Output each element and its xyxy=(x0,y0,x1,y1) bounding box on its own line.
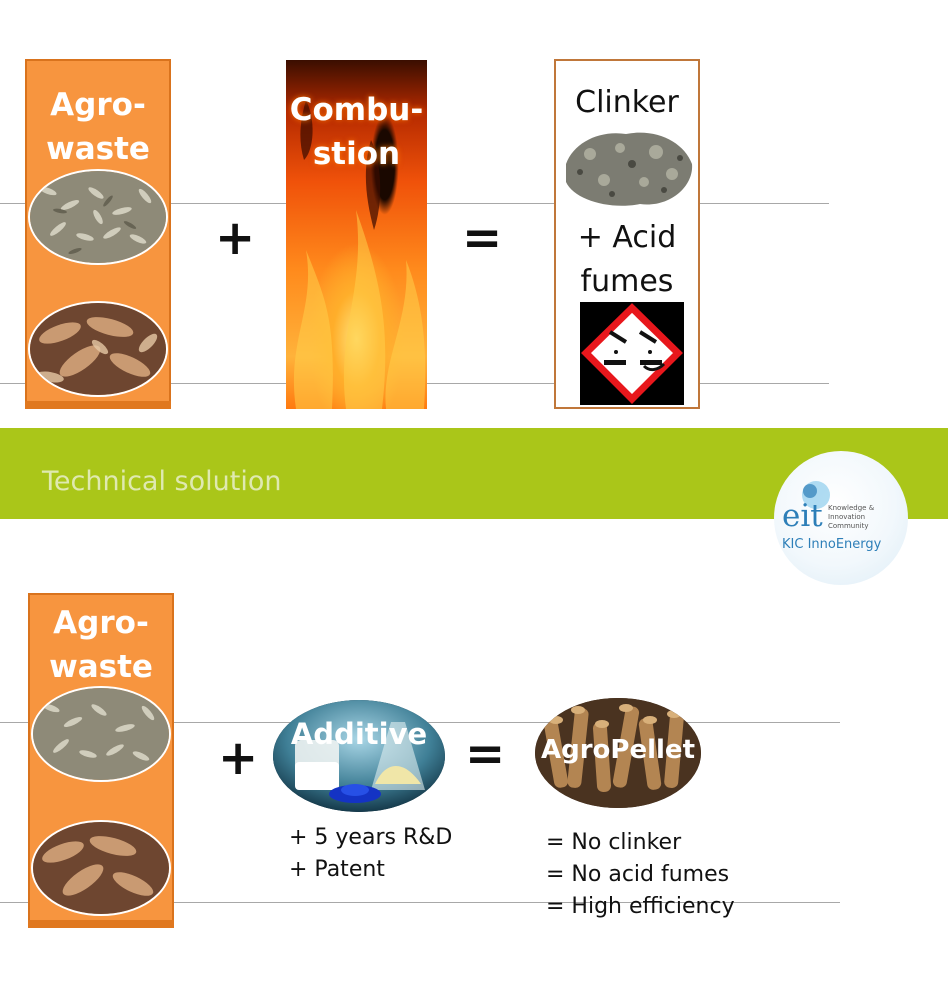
plus-sign: + xyxy=(215,210,256,266)
result-item: = High efficiency xyxy=(546,894,735,919)
clinker-title: Clinker xyxy=(575,85,679,120)
combustion-title-line1: Combu- xyxy=(289,92,424,128)
result-item: = No acid fumes xyxy=(546,862,730,887)
agropellet-title: AgroPellet xyxy=(541,735,695,765)
additive-note: + Patent xyxy=(289,857,385,882)
combustion-title: Combu- stion xyxy=(286,88,427,176)
additive-image: Additive xyxy=(273,700,445,812)
acid-fumes-text: + Acid fumes xyxy=(556,216,698,304)
eit-tagline-line2: Innovation xyxy=(828,513,866,521)
corn-cob-image xyxy=(28,301,168,397)
divider-line xyxy=(0,902,840,903)
equals-sign: = xyxy=(465,726,506,782)
agro-waste-title-line2: waste xyxy=(46,131,150,167)
additive-note: + 5 years R&D xyxy=(289,825,453,850)
additive-title: Additive xyxy=(290,717,428,751)
eit-logo: eit Knowledge & Innovation Community KIC… xyxy=(774,451,908,585)
agro-waste-box-solution: Agro- waste xyxy=(28,593,174,928)
clinker-box: Clinker + Acid fumes xyxy=(554,59,700,409)
corn-cob-image xyxy=(31,820,171,916)
equals-sign: = xyxy=(462,210,503,266)
combustion-fire-image: Combu- stion xyxy=(286,60,427,409)
result-list: = No clinker = No acid fumes = High effi… xyxy=(546,827,735,923)
agro-waste-solution-line2: waste xyxy=(49,649,153,685)
section-title: Technical solution xyxy=(42,466,282,497)
acid-fumes-line1: + Acid xyxy=(577,220,677,255)
seed-husk-image xyxy=(31,686,171,782)
combustion-title-line2: stion xyxy=(312,136,401,172)
agro-waste-solution-line1: Agro- xyxy=(53,605,149,641)
acid-fumes-line2: fumes xyxy=(580,264,674,299)
eit-tagline: Knowledge & Innovation Community xyxy=(828,504,874,531)
eit-tagline-line1: Knowledge & xyxy=(828,504,875,512)
clinker-image xyxy=(560,124,696,212)
additive-notes: + 5 years R&D + Patent xyxy=(289,822,452,886)
agro-waste-box-base xyxy=(25,401,171,409)
eit-name: KIC InnoEnergy xyxy=(782,537,882,552)
corrosive-hazard-icon xyxy=(580,302,684,405)
eit-tagline-line3: Community xyxy=(828,522,869,530)
agropellet-image: AgroPellet xyxy=(535,698,701,808)
result-item: = No clinker xyxy=(546,830,682,855)
agro-waste-title-line1: Agro- xyxy=(50,87,146,123)
eit-mark: eit xyxy=(782,498,823,534)
agro-waste-box-base xyxy=(28,920,174,928)
agro-waste-box: Agro- waste xyxy=(25,59,171,409)
seed-husk-image xyxy=(28,169,168,265)
agro-waste-title-solution: Agro- waste xyxy=(30,601,172,689)
plus-sign: + xyxy=(218,730,259,786)
agro-waste-title: Agro- waste xyxy=(27,83,169,171)
